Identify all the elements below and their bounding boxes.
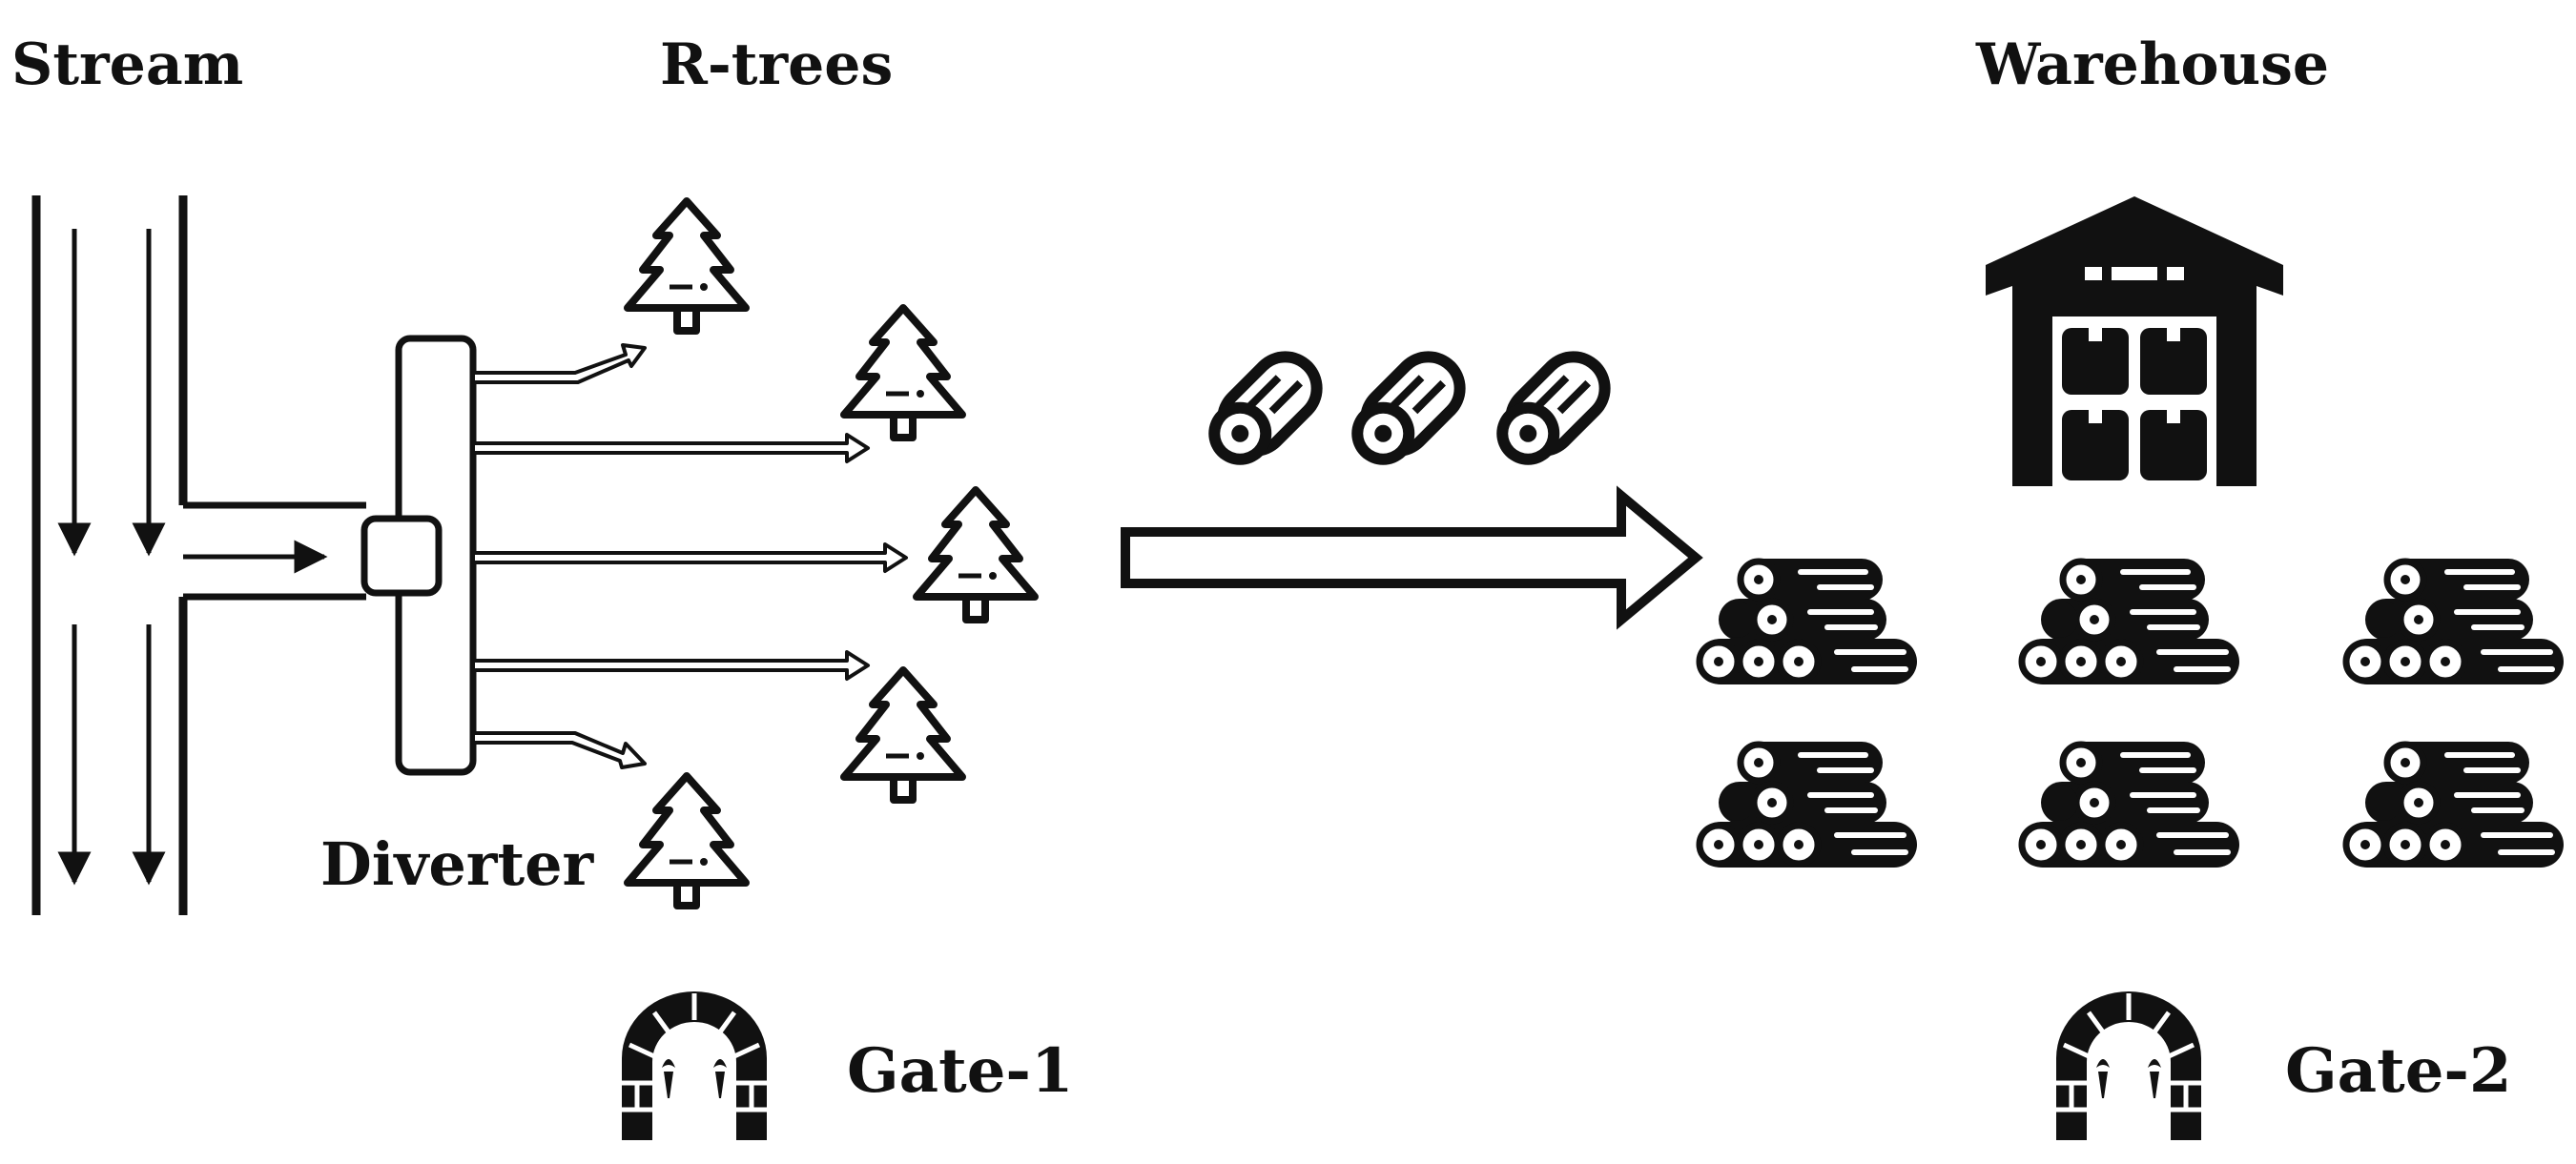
- diverter-arrows: [471, 343, 908, 769]
- stream-label: Stream: [11, 31, 243, 98]
- warehouse-label: Warehouse: [1975, 31, 2329, 98]
- log-icon: [1196, 344, 1330, 479]
- diverter: [361, 335, 477, 776]
- stone-arch-gate-icon: [622, 991, 767, 1140]
- warehouse-icon: [1986, 196, 2283, 486]
- pine-tree-icon: [844, 308, 962, 438]
- log-pile-icon: [2020, 742, 2239, 868]
- gate-2-label: Gate-2: [2285, 1035, 2512, 1107]
- log-pile-icon: [2344, 742, 2564, 868]
- stone-arch-gate-icon: [2056, 991, 2201, 1140]
- log-icon: [1484, 344, 1618, 479]
- log-pile-icon: [1698, 742, 1917, 868]
- diverter-label: Diverter: [320, 829, 595, 899]
- pine-tree-icon: [628, 201, 746, 331]
- log-icon: [1339, 344, 1473, 479]
- rtrees-label: R-trees: [660, 31, 893, 98]
- stream-channel: [31, 195, 366, 915]
- transfer-arrow: [1121, 485, 1703, 630]
- log-pile-icon: [2344, 559, 2564, 684]
- log-pile-icon: [2020, 559, 2239, 684]
- pine-tree-icon: [917, 490, 1035, 620]
- pine-tree-icon: [628, 776, 746, 906]
- gate-1-label: Gate-1: [847, 1035, 1074, 1107]
- pine-tree-icon: [844, 670, 962, 800]
- stream-flow-arrows: [57, 229, 328, 886]
- log-pile-icon: [1698, 559, 1917, 684]
